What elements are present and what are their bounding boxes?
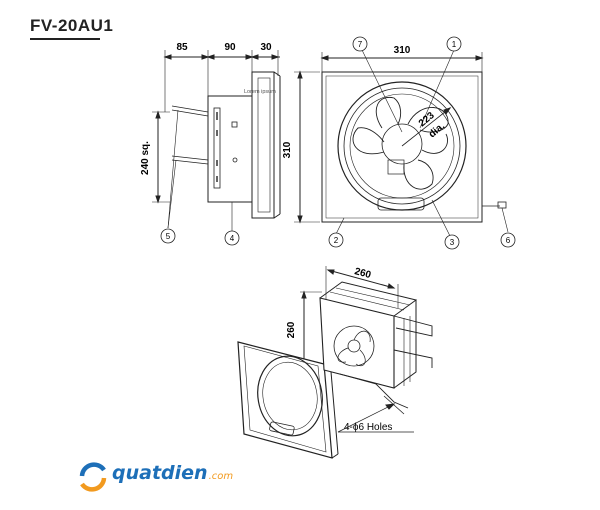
dim-90: 90 — [224, 42, 236, 53]
iso-width-dim-line — [327, 269, 395, 289]
dim-85: 85 — [176, 42, 188, 53]
callout-4-label: 4 — [230, 234, 235, 243]
dim-30: 30 — [260, 42, 272, 53]
front-view — [294, 49, 509, 237]
callout-3: 3 — [444, 234, 460, 250]
callout-1-label: 1 — [452, 40, 457, 49]
dim-260-height: 260 — [286, 321, 297, 338]
callout-6-label: 6 — [506, 236, 511, 245]
callout-4: 4 — [224, 230, 240, 246]
callout-7: 7 — [352, 36, 368, 52]
holes-label: 4-ϕ6 Holes — [344, 422, 392, 433]
callout-3-label: 3 — [450, 238, 455, 247]
logo-suffix: .com — [208, 470, 234, 482]
logo: quatdien .com — [112, 462, 233, 484]
dim-240-sq: 240 sq. — [140, 141, 151, 175]
side-view — [152, 50, 281, 232]
callout-2-label: 2 — [334, 236, 339, 245]
callout-7-label: 7 — [358, 40, 363, 49]
callout-5-label: 5 — [166, 232, 171, 241]
drawing-title: FV-20AU1 — [30, 16, 114, 35]
callouts: 1 2 3 4 5 6 7 — [160, 36, 516, 250]
callout-5: 5 — [160, 228, 176, 244]
small-label: Lorem ipsum — [244, 89, 276, 95]
logo-text: quatdien — [112, 462, 208, 484]
callout-1: 1 — [446, 36, 462, 52]
dim-260-width: 260 — [353, 266, 372, 281]
isometric-view — [237, 266, 433, 459]
dim-310-width: 310 — [394, 45, 411, 56]
logo-mark-icon — [79, 462, 107, 492]
title-underline — [30, 38, 100, 40]
callout-2: 2 — [328, 232, 344, 248]
callout-6: 6 — [500, 232, 516, 248]
dim-310-height: 310 — [282, 141, 293, 158]
